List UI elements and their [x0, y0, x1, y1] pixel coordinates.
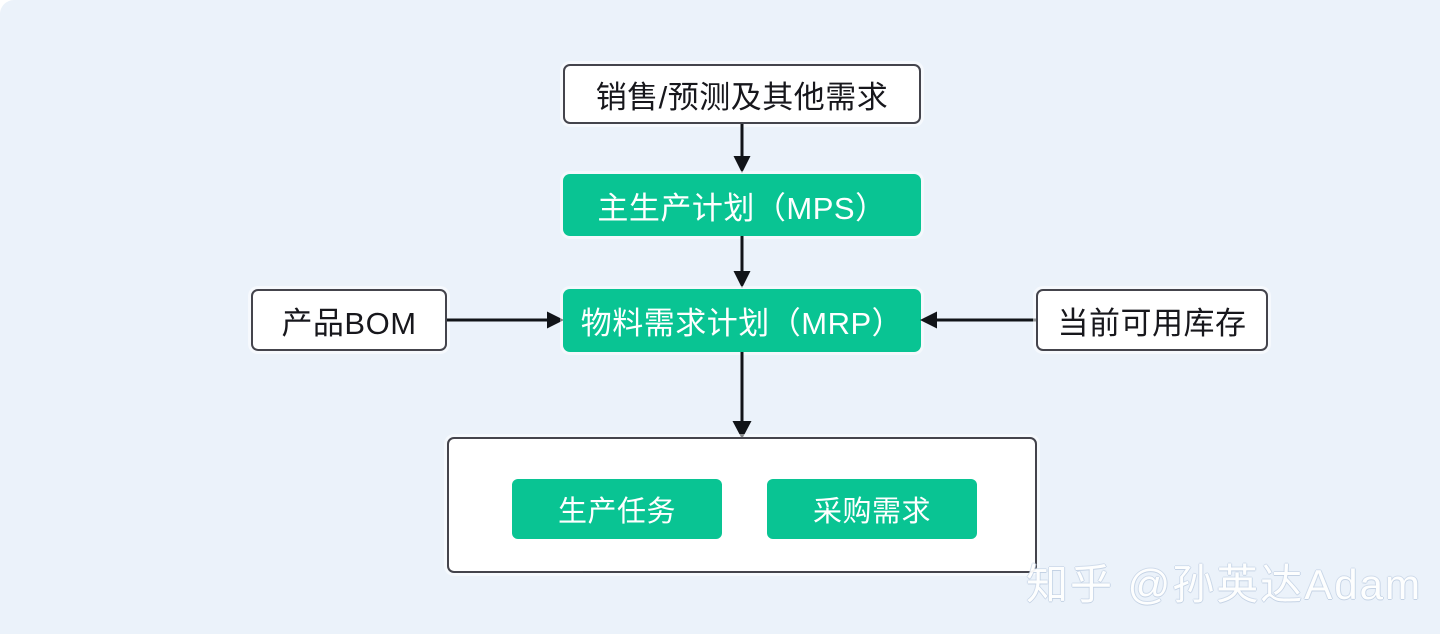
node-bom-label: 产品BOM: [281, 305, 417, 341]
node-stock[interactable]: 当前可用库存: [1036, 289, 1268, 351]
node-mrp-label: 物料需求计划（MRP）: [580, 306, 904, 341]
edge-demand-to-mps: [727, 124, 757, 174]
edge-mrp-to-outputs: [727, 352, 757, 440]
node-purchase-demand[interactable]: 采购需求: [767, 479, 977, 539]
node-demand-label: 销售/预测及其他需求: [595, 79, 889, 115]
node-bom[interactable]: 产品BOM: [251, 289, 447, 351]
node-stock-label: 当前可用库存: [1057, 305, 1247, 341]
node-mps[interactable]: 主生产计划（MPS）: [563, 174, 921, 236]
outputs-group: 生产任务 采购需求: [447, 437, 1037, 573]
edge-mps-to-mrp: [727, 236, 757, 289]
node-mps-label: 主生产计划（MPS）: [597, 190, 887, 226]
node-purchase-demand-label: 采购需求: [812, 496, 931, 528]
watermark: 知乎 @孙英达Adam: [1025, 561, 1422, 608]
node-mrp[interactable]: 物料需求计划（MRP）: [563, 289, 921, 352]
node-production-task[interactable]: 生产任务: [512, 479, 722, 539]
edge-bom-to-mrp: [447, 305, 565, 335]
node-production-task-label: 生产任务: [557, 496, 676, 528]
node-demand[interactable]: 销售/预测及其他需求: [563, 64, 921, 124]
edge-stock-to-mrp: [919, 305, 1037, 335]
